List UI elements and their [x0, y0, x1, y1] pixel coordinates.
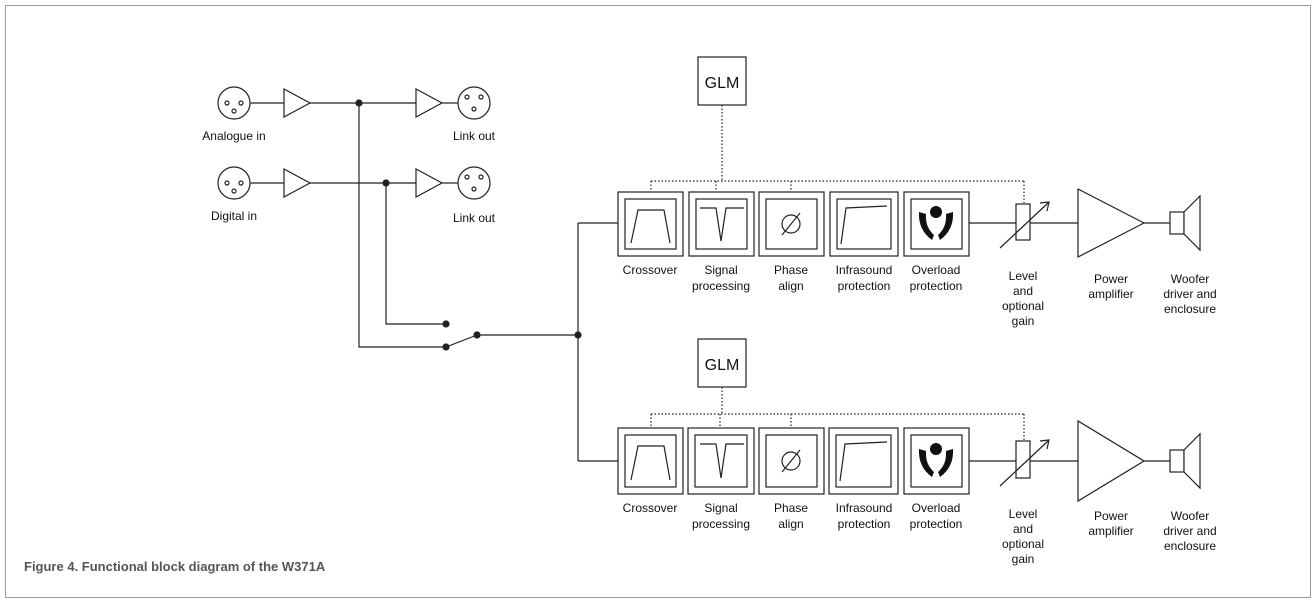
digital-buffer-amp-icon	[283, 167, 312, 199]
infrasound-label: Infrasound	[836, 263, 893, 277]
power-amplifier-icon	[1077, 188, 1146, 258]
infrasound-protection-block	[828, 427, 899, 495]
notch-filter-icon	[700, 207, 744, 242]
link-out-1-amp-icon	[415, 87, 444, 119]
channel-lower: GLM Crossover Signal processing Phase al…	[617, 338, 1217, 566]
input-section	[217, 86, 618, 462]
figure-caption: Figure 4. Functional block diagram of th…	[24, 559, 326, 574]
level-label: optional	[1002, 537, 1044, 551]
variable-arrow	[999, 202, 1049, 249]
woofer-speaker-icon	[1169, 432, 1201, 490]
input-selector-switch-icon	[445, 334, 478, 348]
level-label: gain	[1012, 314, 1035, 328]
link-out-1-label: Link out	[453, 129, 496, 143]
woofer-label: Woofer	[1171, 509, 1209, 523]
infrasound-label: protection	[838, 279, 891, 293]
channel-upper: GLM Crossover Signal processing Phase al…	[617, 56, 1217, 328]
glm-label: GLM	[705, 357, 740, 374]
link-out-1-xlr-icon	[457, 86, 491, 120]
phase-align-label: Phase	[774, 501, 808, 515]
overload-label: protection	[910, 517, 963, 531]
level-label: Level	[1009, 507, 1038, 521]
power-amplifier-label: amplifier	[1088, 524, 1133, 538]
bandpass-icon	[630, 445, 671, 481]
level-label: and	[1013, 284, 1033, 298]
infrasound-label: Infrasound	[836, 501, 893, 515]
power-amplifier-label: Power	[1094, 272, 1128, 286]
woofer-speaker-icon	[1169, 194, 1201, 252]
woofer-label: enclosure	[1164, 302, 1216, 316]
phase-align-label: align	[778, 279, 803, 293]
overload-label: Overload	[912, 501, 961, 515]
overload-hands-icon	[918, 443, 954, 477]
glm-block	[697, 338, 747, 388]
woofer-label: driver and	[1163, 287, 1216, 301]
level-label: and	[1013, 522, 1033, 536]
variable-arrow	[999, 440, 1049, 487]
highpass-icon	[839, 441, 888, 482]
level-control-icon	[1015, 203, 1031, 241]
crossover-label: Crossover	[623, 263, 678, 277]
analogue-route-wire	[358, 103, 446, 348]
overload-label: protection	[910, 279, 963, 293]
woofer-label: enclosure	[1164, 539, 1216, 553]
link-out-2-label: Link out	[453, 211, 496, 225]
infrasound-label: protection	[838, 517, 891, 531]
outer-border	[5, 5, 1311, 598]
glm-label: GLM	[705, 75, 740, 92]
power-amplifier-label: amplifier	[1088, 287, 1133, 301]
signal-processing-label: processing	[692, 279, 750, 293]
analogue-in-label: Analogue in	[202, 129, 265, 143]
overload-label: Overload	[912, 263, 961, 277]
signal-processing-label: processing	[692, 517, 750, 531]
woofer-label: Woofer	[1171, 272, 1209, 286]
switch-contact-digital	[442, 320, 450, 328]
crossover-label: Crossover	[623, 501, 678, 515]
highpass-icon	[840, 205, 888, 245]
phase-align-block	[758, 427, 825, 495]
phase-align-label: align	[778, 517, 803, 531]
link-out-2-xlr-icon	[457, 166, 491, 200]
woofer-label: driver and	[1163, 524, 1216, 538]
crossover-block	[617, 427, 684, 495]
signal-processing-block	[687, 427, 755, 495]
notch-filter-icon	[700, 443, 744, 479]
link-out-2-amp-icon	[415, 167, 444, 199]
crossover-block	[617, 191, 684, 257]
level-label: gain	[1012, 552, 1035, 566]
bandpass-icon	[630, 209, 671, 244]
analogue-buffer-amp-icon	[283, 87, 312, 119]
digital-route-wire	[385, 183, 446, 325]
phase-align-block	[758, 191, 825, 257]
phase-symbol-icon	[781, 214, 801, 234]
overload-protection-block	[903, 427, 970, 495]
level-control-icon	[1015, 440, 1031, 479]
infrasound-protection-block	[829, 191, 899, 257]
level-label: optional	[1002, 299, 1044, 313]
phase-align-label: Phase	[774, 263, 808, 277]
signal-processing-label: Signal	[704, 263, 737, 277]
signal-processing-block	[688, 191, 755, 257]
digital-in-xlr-icon	[217, 166, 251, 200]
power-amplifier-label: Power	[1094, 509, 1128, 523]
overload-protection-block	[903, 191, 970, 257]
level-label: Level	[1009, 269, 1038, 283]
signal-processing-label: Signal	[704, 501, 737, 515]
analogue-in-xlr-icon	[217, 86, 251, 120]
overload-hands-icon	[918, 206, 954, 240]
phase-symbol-icon	[781, 451, 801, 471]
power-amplifier-icon	[1077, 419, 1146, 503]
digital-in-label: Digital in	[211, 209, 257, 223]
